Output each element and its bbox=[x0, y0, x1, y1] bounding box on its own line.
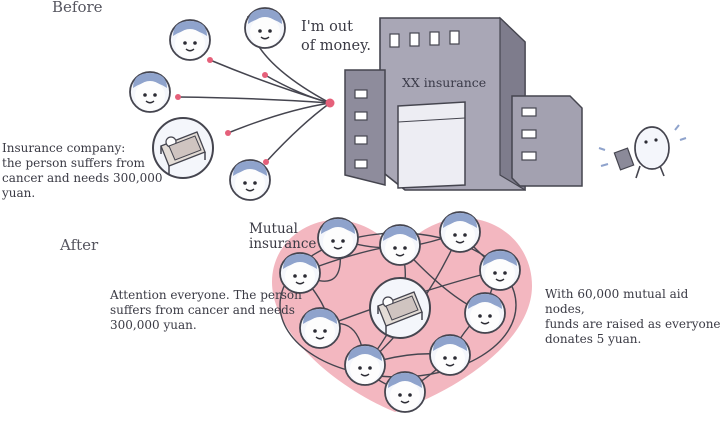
after-section bbox=[272, 211, 532, 413]
insurance-building bbox=[344, 16, 583, 192]
center-patient-bed-icon bbox=[369, 277, 431, 339]
link-dots bbox=[175, 57, 335, 165]
mutual-nodes-note: With 60,000 mutual aid nodes, funds are … bbox=[545, 287, 721, 346]
after-heading: After bbox=[60, 236, 99, 254]
mutual-insurance-label: Mutual insurance bbox=[249, 221, 317, 252]
before-heading: Before bbox=[52, 0, 103, 16]
building-sign: XX insurance bbox=[402, 75, 487, 90]
insurance-company-note: Insurance company: the person suffers fr… bbox=[2, 141, 163, 200]
attention-note: Attention everyone. The person suffers f… bbox=[110, 288, 302, 332]
before-section bbox=[129, 7, 687, 201]
running-mascot-icon bbox=[598, 124, 687, 179]
speech-bubble-text: I'm out of money. bbox=[301, 19, 371, 54]
